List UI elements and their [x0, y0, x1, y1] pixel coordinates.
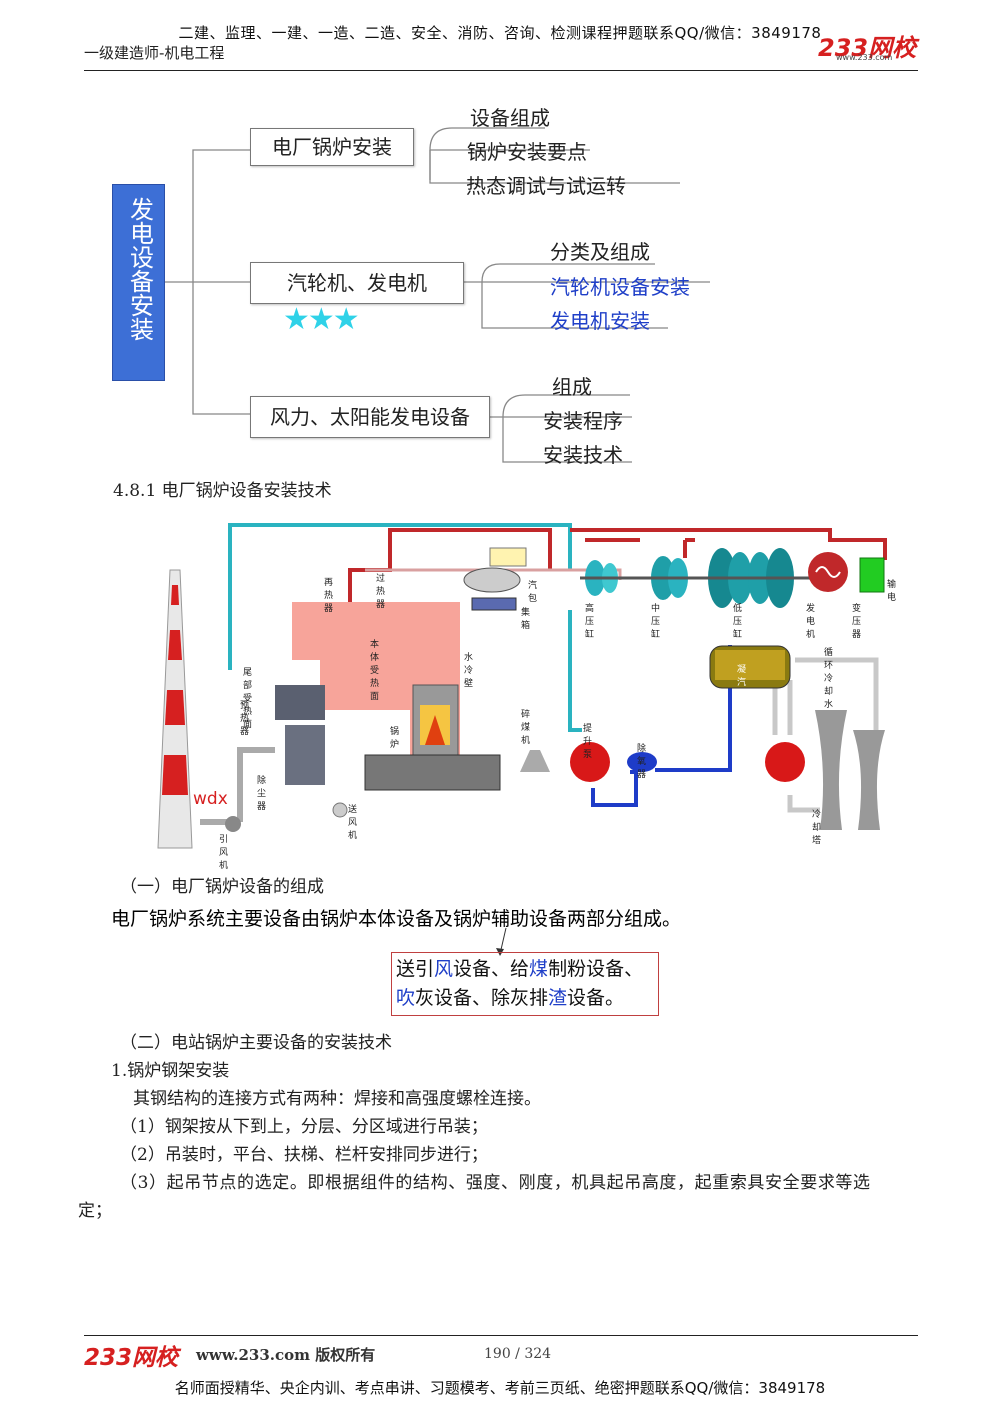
label-ip: 中压缸 — [651, 604, 661, 640]
boiler — [292, 602, 550, 791]
callout-run: 煤 — [529, 958, 549, 980]
header-rule — [84, 70, 918, 71]
label-deaerator: 除氧器 — [637, 744, 647, 780]
label-hp: 高压缸 — [585, 604, 595, 640]
leaf-install-technique: 安装技术 — [543, 443, 623, 467]
label-coal-mill: 碎煤机 — [521, 710, 531, 746]
label-superheater: 过热器 — [376, 574, 386, 610]
label-boiler: 锅炉 — [390, 727, 400, 750]
callout-run: 吹 — [396, 987, 416, 1009]
label-water-wall: 水冷壁 — [464, 653, 474, 689]
point-3-tail: 定； — [78, 1201, 112, 1221]
doc-title: 一级建造师-机电工程 — [84, 44, 225, 62]
callout-box: 送引风设备、给煤制粉设备、 吹灰设备、除灰排渣设备。 — [391, 952, 659, 1016]
callout-run: 制粉设备、 — [548, 958, 644, 980]
leaf-generator-install: 发电机安装 — [550, 309, 650, 333]
footer-bottom-line: 名师面授精华、央企内训、考点串讲、习题模考、考前三页纸、绝密押题联系QQ/微信：… — [174, 1379, 826, 1397]
label-body-heat: 本体受热面 — [370, 640, 380, 702]
callout-run: 送引 — [396, 958, 435, 980]
mindmap-branch-turbine: 汽轮机、发电机 — [250, 262, 464, 304]
label-header: 集箱 — [521, 608, 531, 631]
callout-line-2: 吹灰设备、除灰排渣设备。 — [396, 984, 658, 1013]
section-title: 4.8.1 电厂锅炉设备安装技术 — [113, 481, 332, 501]
footer-logo: 233网校 — [84, 1345, 179, 1371]
header-courses-line: 二建、监理、一建、一造、二造、安全、消防、咨询、检测课程押题联系QQ/微信：38… — [178, 24, 822, 42]
label-reheater: 再热器 — [324, 578, 334, 614]
footer-rule — [84, 1335, 918, 1336]
header-logo-url: www.233.com — [836, 53, 893, 62]
label-drum: 汽包 — [528, 581, 538, 604]
item-1-heading: 1.锅炉钢架安装 — [111, 1061, 230, 1081]
point-1: （1）钢架按从下到上，分层、分区域进行吊装； — [120, 1117, 488, 1137]
point-3: （3）起吊节点的选定。即根据组件的结构、强度、刚度，机具起吊高度，起重索具安全要… — [120, 1173, 871, 1193]
branch-label: 电厂锅炉安装 — [272, 135, 392, 159]
turbines — [580, 548, 810, 608]
leaf-boiler-install-points: 锅炉安装要点 — [467, 140, 587, 164]
mindmap-branch-boiler: 电厂锅炉安装 — [250, 128, 414, 166]
mindmap-branch-wind-solar: 风力、太阳能发电设备 — [250, 396, 490, 438]
item-1-body: 其钢结构的连接方式有两种：焊接和高强度螺栓连接。 — [133, 1089, 541, 1109]
leaf-install-procedure: 安装程序 — [543, 409, 623, 433]
callout-run: 设备、给 — [453, 958, 530, 980]
label-transmission: 输电 — [887, 580, 897, 603]
subheading-1: （一）电厂锅炉设备的组成 — [120, 877, 324, 897]
callout-run: 灰设备、除灰排 — [415, 987, 549, 1009]
leaf-composition: 组成 — [552, 375, 592, 399]
label-lift-pump: 提升泵 — [583, 724, 593, 760]
importance-stars: ★★★ — [283, 302, 360, 337]
mindmap-connectors — [163, 127, 710, 463]
subheading-2: （二）电站锅炉主要设备的安装技术 — [120, 1033, 392, 1053]
label-cooling-water: 循环冷却水 — [824, 648, 834, 710]
branch-label: 汽轮机、发电机 — [287, 271, 427, 295]
label-condenser: 凝汽器 — [737, 665, 747, 701]
point-2: （2）吊装时，平台、扶梯、栏杆安排同步进行； — [120, 1145, 488, 1165]
sub1-body: 电厂锅炉系统主要设备由锅炉本体设备及锅炉辅助设备两部分组成。 — [111, 908, 682, 930]
callout-line-1: 送引风设备、给煤制粉设备、 — [396, 955, 658, 984]
label-transformer: 变压器 — [852, 604, 862, 640]
leaf-equipment-composition: 设备组成 — [470, 106, 550, 130]
callout-run: 风 — [434, 958, 454, 980]
footer-site: www.233.com 版权所有 — [196, 1346, 376, 1364]
label-tail-heat: 尾部受热面 — [243, 668, 253, 730]
label-fan-supply: 送风机 — [348, 805, 358, 841]
mindmap-root-label: 发电设备安装 — [125, 197, 154, 341]
label-generator: 发电机 — [806, 604, 816, 640]
power-plant-diagram — [157, 523, 887, 849]
branch-label: 风力、太阳能发电设备 — [270, 405, 470, 429]
callout-run: 设备。 — [567, 987, 625, 1009]
label-cooling-tower: 冷却塔 — [812, 810, 822, 846]
label-fan-induced: 引风机 — [219, 835, 229, 871]
label-wdx: wdx — [193, 789, 228, 809]
page-number: 190 / 324 — [484, 1346, 552, 1362]
label-dust: 除尘器 — [257, 776, 267, 812]
leaf-turbine-install: 汽轮机设备安装 — [550, 275, 690, 299]
leaf-hot-test: 热态调试与试运转 — [466, 174, 626, 198]
callout-run: 渣 — [548, 987, 568, 1009]
label-preheater: 预热器 — [240, 701, 250, 737]
header-logo: 233网校 — [818, 34, 917, 62]
label-lp: 低压缸 — [733, 604, 743, 640]
leaf-classification: 分类及组成 — [550, 240, 650, 264]
chimney — [157, 569, 193, 849]
mindmap-root: 发电设备安装 — [112, 184, 165, 381]
